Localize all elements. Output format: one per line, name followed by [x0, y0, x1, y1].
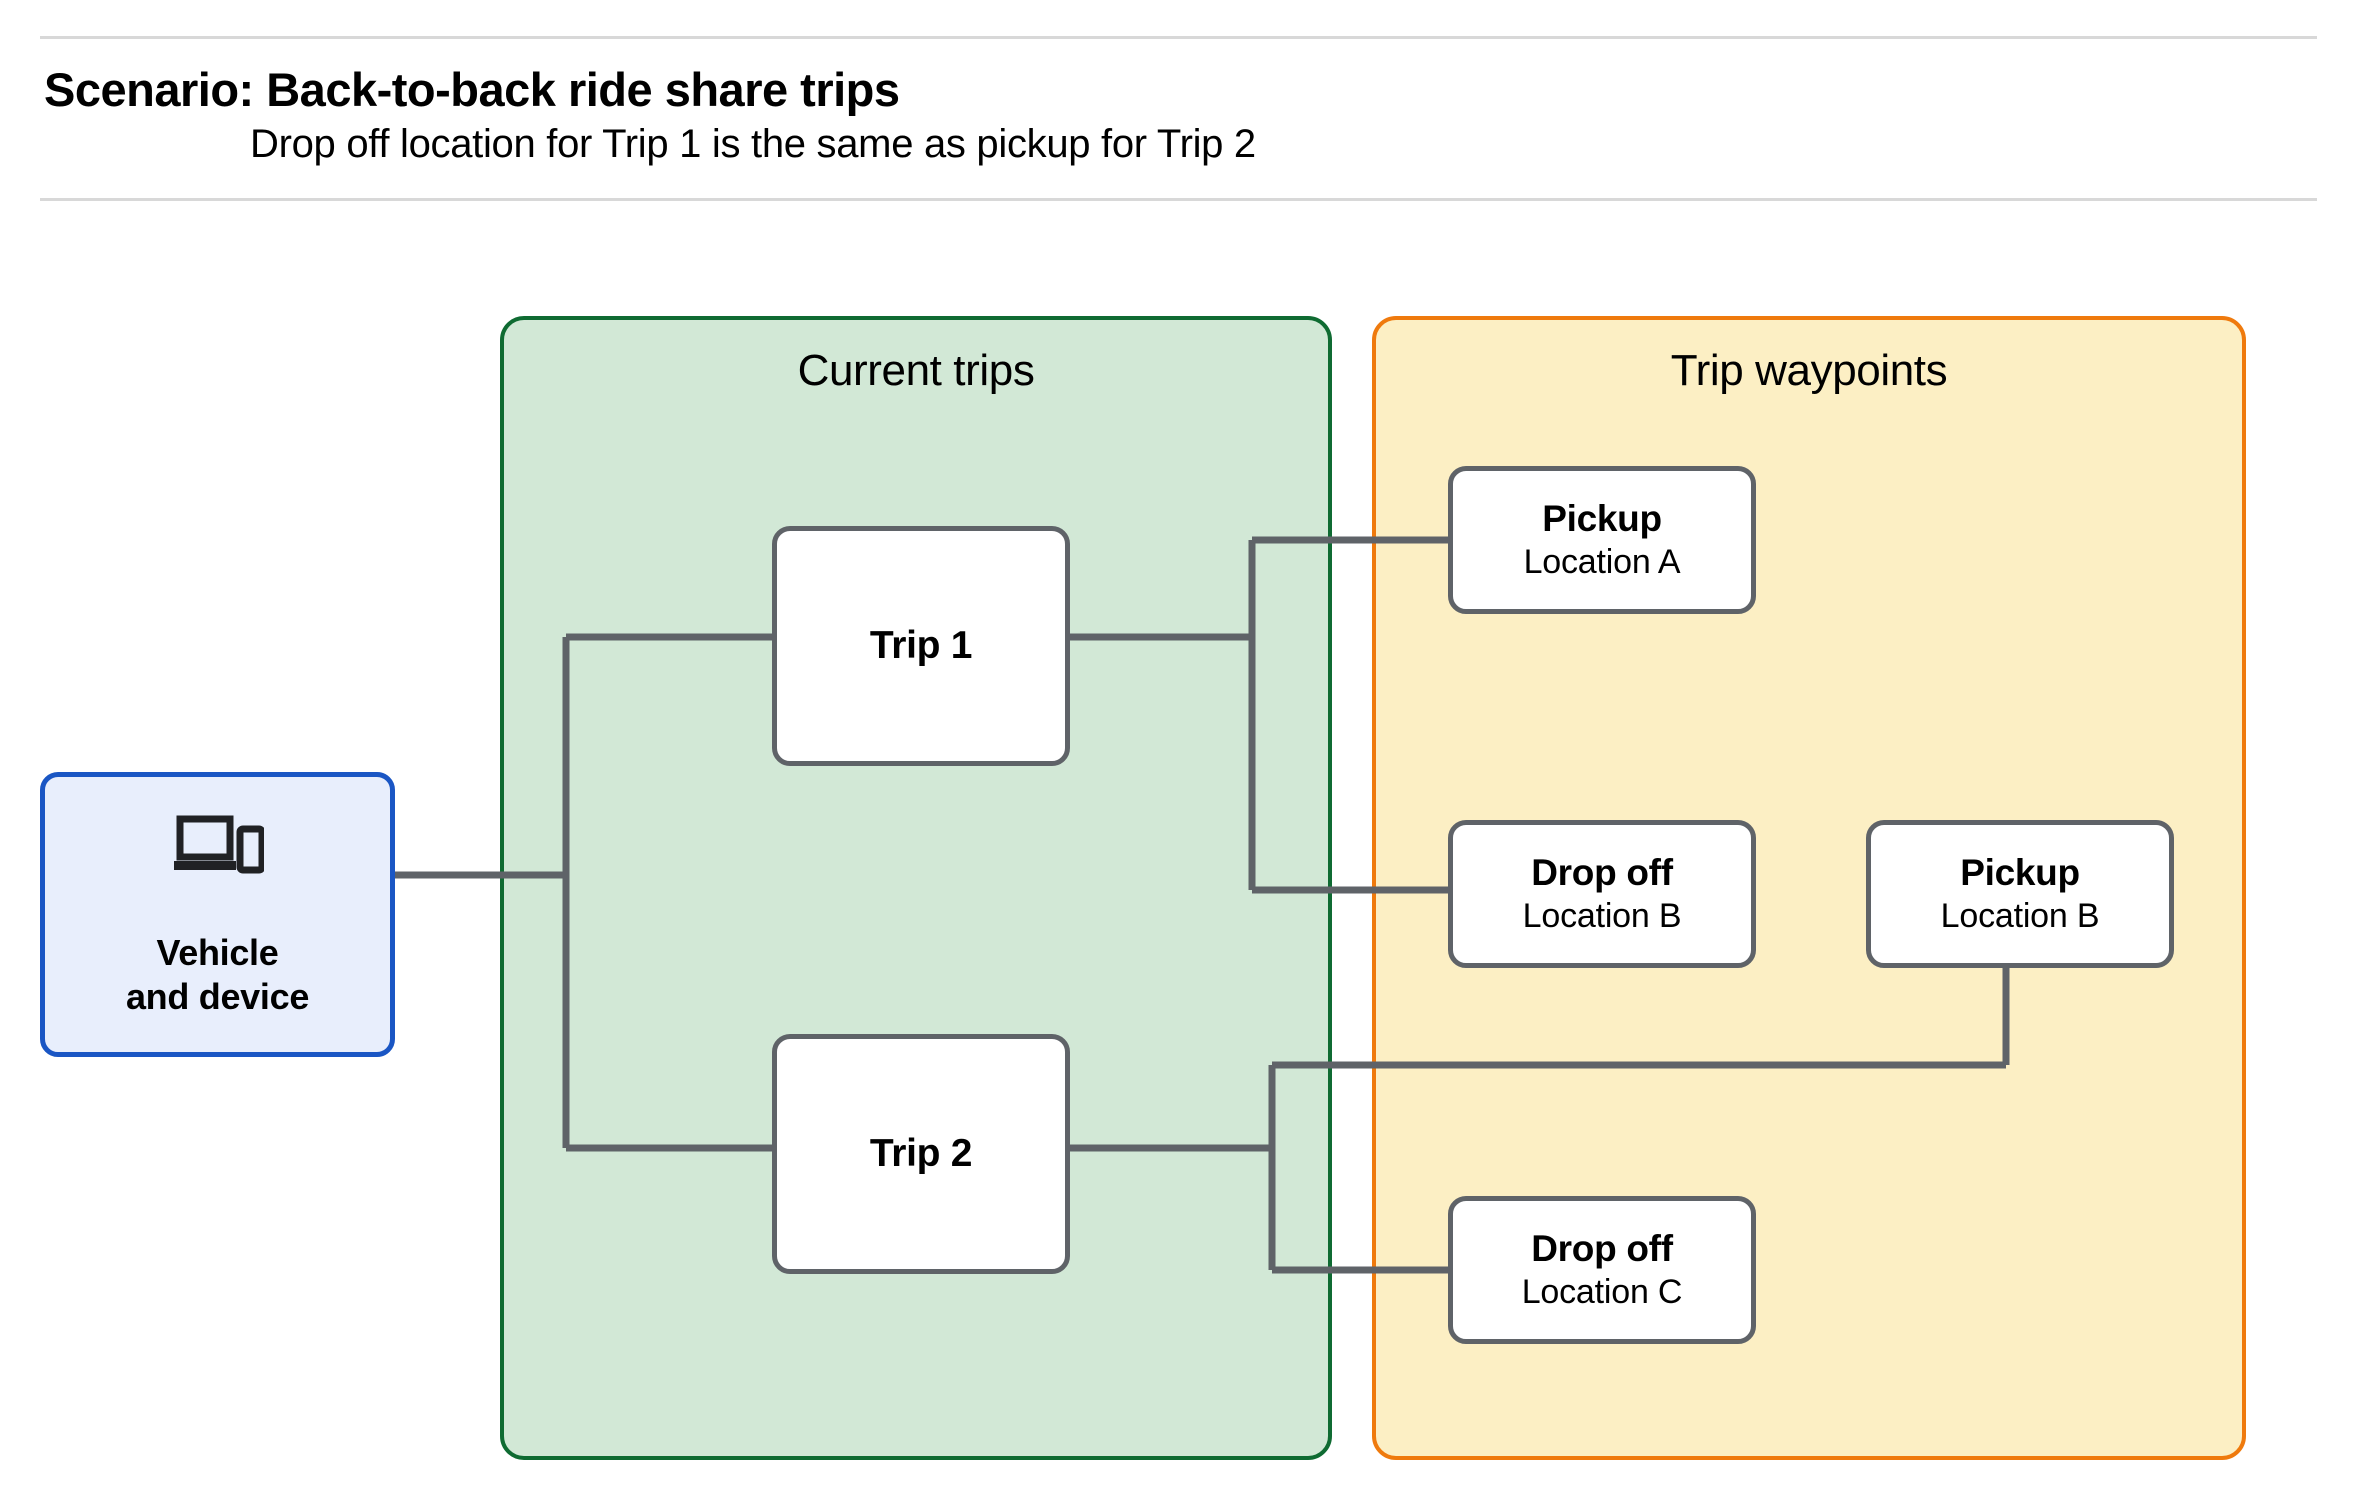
laptop-and-phone-icon	[172, 811, 265, 877]
waypoint-dropoff-b-title: Drop off	[1531, 851, 1673, 893]
panel-current-trips	[500, 316, 1332, 1460]
header-divider-bottom	[40, 198, 2317, 201]
trip-1-label: Trip 1	[869, 624, 973, 667]
trip-2-label: Trip 2	[869, 1132, 973, 1175]
page-subtitle: Drop off location for Trip 1 is the same…	[250, 122, 1256, 166]
waypoint-pickup-b-title: Pickup	[1960, 851, 2080, 893]
node-waypoint-pickup-a[interactable]: Pickup Location A	[1448, 466, 1756, 614]
node-waypoint-dropoff-b[interactable]: Drop off Location B	[1448, 820, 1756, 968]
vehicle-label-line2: and device	[125, 975, 310, 1017]
page-title: Scenario: Back-to-back ride share trips	[44, 63, 900, 116]
waypoint-dropoff-b-subtitle: Location B	[1522, 897, 1682, 936]
node-waypoint-pickup-b[interactable]: Pickup Location B	[1866, 820, 2174, 968]
panel-title-trip-waypoints: Trip waypoints	[1670, 346, 1948, 395]
vehicle-label-line1: Vehicle	[156, 931, 279, 973]
waypoint-dropoff-c-title: Drop off	[1531, 1227, 1673, 1269]
node-vehicle-and-device[interactable]: Vehicle and device	[40, 772, 395, 1057]
node-trip-2[interactable]: Trip 2	[772, 1034, 1070, 1274]
node-trip-1[interactable]: Trip 1	[772, 526, 1070, 766]
waypoint-pickup-a-subtitle: Location A	[1523, 543, 1681, 582]
vehicle-label: Vehicle and device	[126, 931, 309, 1019]
waypoint-pickup-b-subtitle: Location B	[1940, 897, 2100, 936]
panel-title-current-trips: Current trips	[797, 346, 1035, 395]
waypoint-pickup-a-title: Pickup	[1542, 497, 1662, 539]
node-waypoint-dropoff-c[interactable]: Drop off Location C	[1448, 1196, 1756, 1344]
header-divider-top	[40, 36, 2317, 39]
waypoint-dropoff-c-subtitle: Location C	[1521, 1273, 1683, 1312]
